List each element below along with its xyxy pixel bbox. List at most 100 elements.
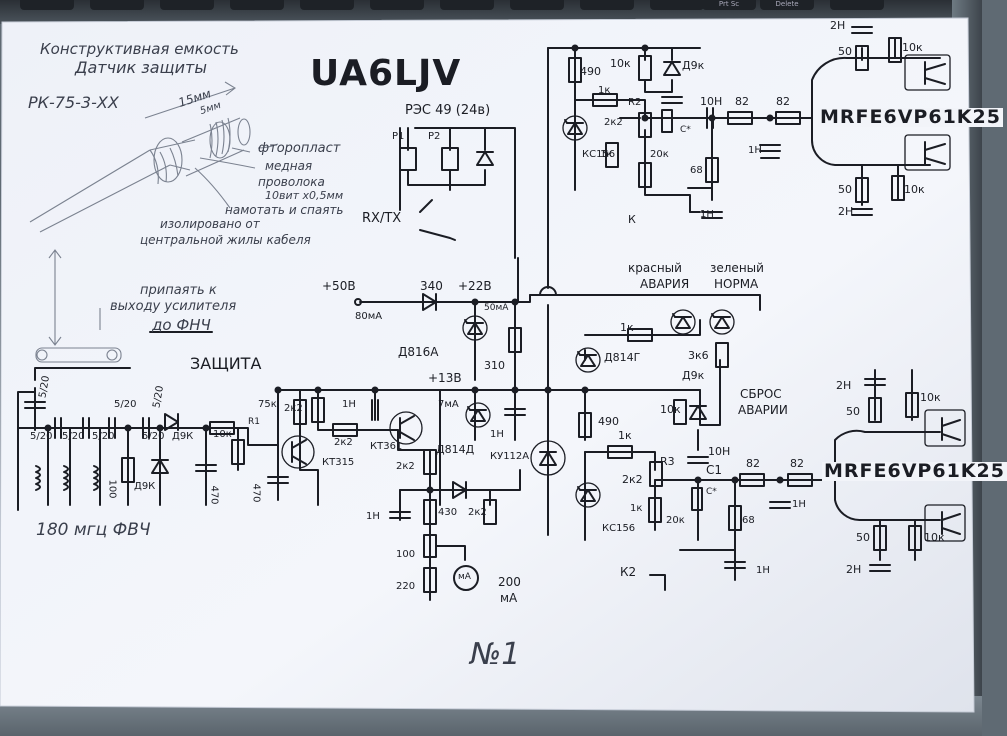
label-r-1k-led: 1к xyxy=(620,321,634,334)
schematic-paper-sheet: UA6LJV №1 Конструктивная емкость Датчик … xyxy=(0,17,1007,713)
label-c-5-20-b: 5/20 xyxy=(30,431,53,442)
label-supply-13v: +13В xyxy=(428,371,462,385)
label-bot-82b: 82 xyxy=(790,457,804,470)
label-r-100-in: 100 xyxy=(106,479,118,499)
label-bot-1k: 1к xyxy=(618,429,632,442)
label-r-75k: 75к xyxy=(258,399,277,410)
label-r-310: 310 xyxy=(484,359,505,372)
label-fet-top-10kb: 10к xyxy=(904,183,925,196)
label-led-red: красный xyxy=(628,261,682,275)
label-meter-200: 200 xyxy=(498,575,521,589)
label-relay: РЭС 49 (24в) xyxy=(405,103,491,118)
sensor-wire-note3: 10вит х0,5мм xyxy=(265,189,344,202)
label-bot-490: 490 xyxy=(598,415,619,428)
label-top-kc156: КС156 xyxy=(582,149,616,160)
sensor-title-line2: Датчик защиты xyxy=(75,58,207,77)
label-bot-1n-b: 1Н xyxy=(756,565,770,576)
label-top-1k: 1к xyxy=(598,85,611,96)
sensor-wire-note4: намотать и спаять xyxy=(225,203,344,217)
label-bot-k2: К2 xyxy=(620,565,637,579)
label-7ma: 7мА xyxy=(438,399,459,410)
label-fet-top-2nb: 2Н xyxy=(838,205,854,218)
label-bot-kc156: КС156 xyxy=(602,523,636,534)
cable-sensor-sketch xyxy=(29,81,279,363)
label-relay-p1: P1 xyxy=(392,131,405,142)
label-r-2k2-a: 2к2 xyxy=(284,403,303,414)
label-top-1n-b: 1Н xyxy=(700,209,714,220)
label-r-10k-in: 10к xyxy=(213,429,232,440)
label-c-470-b: 470 xyxy=(250,483,262,503)
label-led-green: зеленый xyxy=(710,261,764,275)
label-kt315: КТ315 xyxy=(322,457,355,468)
label-top-82a: 82 xyxy=(735,95,749,108)
sensor-wire-note1: медная xyxy=(265,159,313,173)
label-fet-top-2n: 2Н xyxy=(830,19,846,32)
label-r-340: 340 xyxy=(420,279,443,293)
label-top-d9k: Д9к xyxy=(682,59,705,72)
label-led-norm: НОРМА xyxy=(714,277,759,291)
label-r-220: 220 xyxy=(396,581,416,592)
label-c-5-20-d: 5/20 xyxy=(92,431,115,442)
label-reset-1: СБРОС xyxy=(740,387,782,401)
label-top-10n: 10Н xyxy=(700,95,723,108)
keyboard-key-delete: Delete xyxy=(760,0,814,10)
label-bot-c1: C1 xyxy=(706,463,723,477)
label-r-2k2-d: 2к2 xyxy=(468,507,487,518)
label-fet-bot-50: 50 xyxy=(846,405,860,418)
label-led-alarm: АВАРИЯ xyxy=(640,277,690,291)
sensor-insulated-1: изолировано от xyxy=(160,217,260,231)
label-fet-top-10k: 10к xyxy=(902,41,923,54)
label-supply-22v: +22В xyxy=(458,279,492,293)
label-bot-82a: 82 xyxy=(746,457,760,470)
label-top-68: 68 xyxy=(690,165,703,176)
keyboard-key xyxy=(90,0,144,10)
sensor-solder-3: до ФНЧ xyxy=(152,316,211,334)
label-r-3k6: 3к6 xyxy=(688,349,709,362)
keyboard-key xyxy=(650,0,704,10)
label-top-2k2: 2к2 xyxy=(604,117,623,128)
label-c-1n-a: 1Н xyxy=(342,399,356,410)
keyboard-key-prtsc: Prt Sc xyxy=(702,0,756,10)
keyboard-key xyxy=(510,0,564,10)
callsign-title: UA6LJV xyxy=(310,53,462,94)
label-top-490: 490 xyxy=(580,65,601,78)
label-fet-top-50: 50 xyxy=(838,45,852,58)
keyboard-key xyxy=(300,0,354,10)
label-bot-68: 68 xyxy=(742,515,755,526)
label-bot-1n: 1Н xyxy=(792,499,806,510)
keyboard-key xyxy=(830,0,884,10)
keyboard-key xyxy=(160,0,214,10)
label-top-1n: 1Н xyxy=(748,145,762,156)
page-number: №1 xyxy=(470,637,521,672)
keyboard-key xyxy=(370,0,424,10)
label-rx-tx: RX/TX xyxy=(362,211,402,226)
label-bot-c: C* xyxy=(706,487,717,497)
label-top-r2: R2 xyxy=(628,97,642,108)
label-meter-symbol: мА xyxy=(458,572,471,582)
sensor-wire-note2: проволока xyxy=(258,175,325,189)
label-top-10k: 10к xyxy=(610,57,631,70)
label-fet-top: MRFE6VP61K25 xyxy=(818,106,1003,128)
label-relay-p2: P2 xyxy=(428,131,441,142)
schematic-components xyxy=(24,26,966,593)
label-c-1n-b: 1Н xyxy=(366,511,380,522)
label-fet-bottom: MRFE6VP61K25 xyxy=(822,460,1007,482)
label-fet-bot-10kb: 10к xyxy=(924,531,945,544)
label-d814g: Д814Г xyxy=(604,351,641,364)
label-bot-r3: R3 xyxy=(660,455,675,468)
label-bot-10n: 10Н xyxy=(708,445,731,458)
label-c-470-a: 470 xyxy=(208,485,220,505)
label-filter-note: 180 мгц ФВЧ xyxy=(36,520,151,540)
label-c-5-20-f: 5/20 xyxy=(142,431,165,442)
label-d816a: Д816А xyxy=(398,345,439,359)
label-protection: ЗАЩИТА xyxy=(190,354,262,373)
label-fet-bot-2nb: 2Н xyxy=(846,563,862,576)
sensor-solder-2: выходу усилителя xyxy=(110,299,237,314)
label-kt361: КТ361 xyxy=(370,441,403,452)
label-reset-2: АВАРИИ xyxy=(738,403,788,417)
label-bot-10k: 10к xyxy=(660,403,681,416)
label-d9k-in: Д9К xyxy=(172,431,194,442)
label-fet-top-50b: 50 xyxy=(838,183,852,196)
keyboard-key xyxy=(230,0,284,10)
sensor-cable-type: РК-75-3-ХХ xyxy=(28,93,119,112)
